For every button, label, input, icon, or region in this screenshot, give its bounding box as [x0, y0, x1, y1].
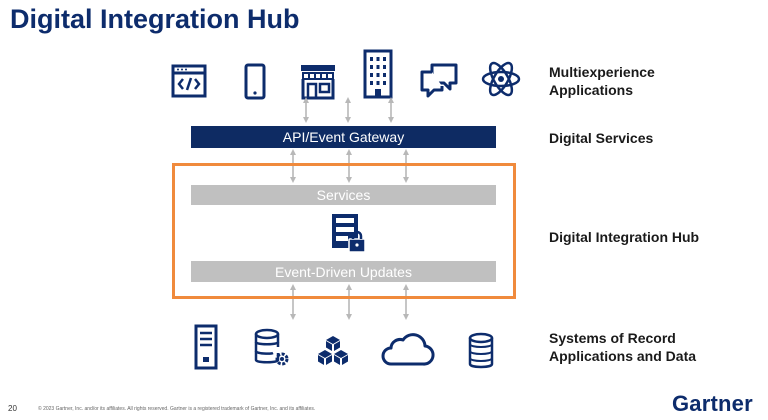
page-title: Digital Integration Hub [10, 4, 300, 34]
secure-server-icon [332, 214, 366, 253]
services-bar: Services [191, 185, 496, 205]
applications-data-line: Applications and Data [549, 348, 697, 364]
systems-of-record-label: Systems of Record Applications and Data [549, 329, 696, 365]
database-cylinder-icon [468, 332, 494, 369]
mobile-phone-icon [244, 63, 266, 100]
server-tower-icon [194, 324, 218, 370]
react-atom-icon [481, 61, 521, 97]
multiexperience-line: Multiexperience [549, 64, 655, 80]
applications-line: Applications [549, 82, 634, 98]
office-building-icon [363, 49, 393, 99]
cubes-icon [318, 336, 348, 365]
event-driven-updates-bar: Event-Driven Updates [191, 261, 496, 282]
digital-integration-hub-label: Digital Integration Hub [549, 229, 700, 245]
digital-integration-hub-box [172, 163, 516, 299]
multiexperience-applications-label: Multiexperience Applications [549, 63, 655, 99]
systems-line: Systems of Record [549, 330, 676, 346]
storefront-icon [301, 65, 335, 100]
cloud-icon [381, 333, 435, 366]
database-gear-icon [254, 328, 289, 366]
page-number: 20 [8, 404, 17, 413]
copyright-notice: © 2023 Gartner, Inc. and/or its affiliat… [38, 406, 316, 412]
digital-services-label: Digital Services [549, 130, 654, 146]
gartner-logo: Gartner [672, 391, 753, 416]
chat-bubbles-icon [420, 63, 458, 98]
web-code-icon [171, 64, 207, 98]
api-event-gateway-bar: API/Event Gateway [191, 126, 496, 148]
